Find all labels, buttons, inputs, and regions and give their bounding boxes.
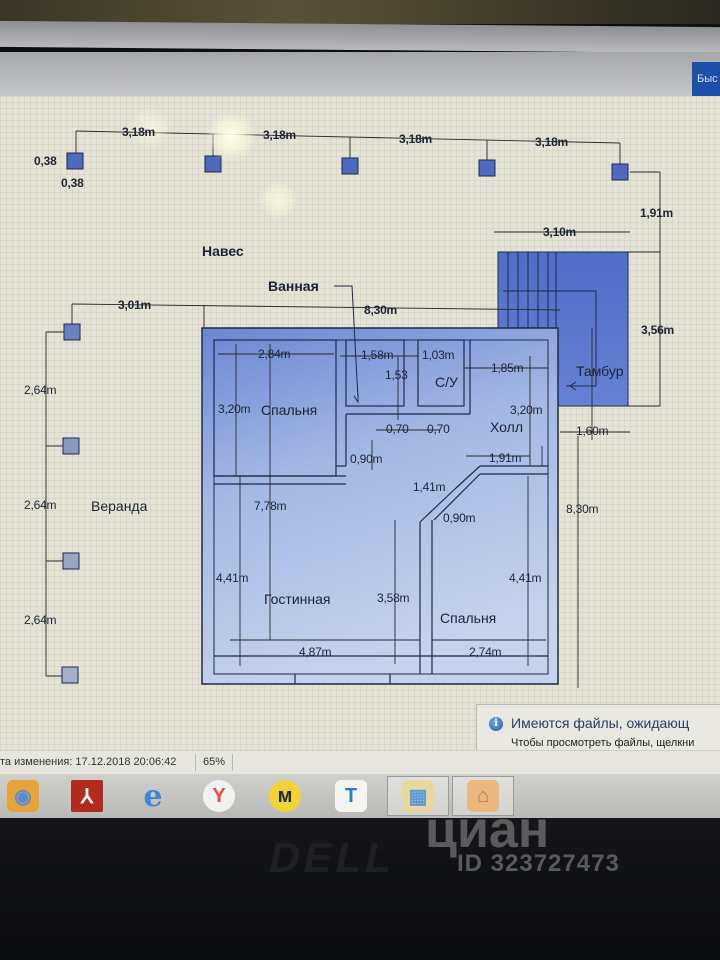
status-bar: та изменения: 17.12.2018 20:06:42 65% <box>0 750 720 775</box>
dim-door-1: 0,70 <box>386 422 409 436</box>
dell-logo: DELL <box>265 834 401 881</box>
app-orange-2-icon: ⌂ <box>467 780 499 812</box>
column <box>66 152 84 170</box>
taskbar-item-app-blue[interactable]: T <box>320 776 382 816</box>
dim-column-size-h: 0,38 <box>34 154 57 168</box>
dim-veranda-span-2: 2,64m <box>24 498 57 512</box>
room-label-veranda: Веранда <box>91 498 148 514</box>
column <box>204 155 222 173</box>
dim-bathroom-width: 1,58m <box>361 348 394 362</box>
room-label-living-room: Гостинная <box>264 591 331 607</box>
status-divider <box>195 754 196 771</box>
dim-toilet-width: 1,03m <box>422 348 455 362</box>
dim-living-left-height: 4,41m <box>216 571 249 585</box>
taskbar-item-app-orange-2[interactable]: ⌂ <box>452 776 514 816</box>
dim-hall-height: 3,20m <box>510 403 543 417</box>
dim-top-span-4: 3,18m <box>535 135 569 149</box>
column <box>61 666 79 684</box>
dim-diag-1: 1,41m <box>413 480 446 494</box>
dim-vestibule-step: 1,60m <box>576 424 609 438</box>
dim-hall-width: 1,85m <box>491 361 524 375</box>
taskbar-item-yandex-browser[interactable]: Y <box>188 776 250 816</box>
yandex-market-icon: м <box>269 780 301 812</box>
taskbar-item-acrobat-reader[interactable]: ⅄ <box>56 776 118 816</box>
notification-title: Имеются файлы, ожидающ <box>511 715 690 731</box>
column <box>478 159 496 177</box>
window-titlebar <box>0 20 720 54</box>
dim-column-size-w: 0,38 <box>61 176 84 190</box>
dim-vestibule-width: 3,10m <box>543 225 577 239</box>
dim-house-width: 8,30m <box>364 303 398 317</box>
floor-plan-canvas[interactable] <box>0 96 720 750</box>
leader-arrows <box>334 285 596 404</box>
zoom-level[interactable]: 65% <box>203 756 226 768</box>
monitor-bezel-bottom <box>0 818 720 960</box>
app-orange-icon: ◉ <box>7 780 39 812</box>
cian-watermark: циан <box>425 801 550 859</box>
dim-living-width: 4,87m <box>299 645 332 659</box>
taskbar: ◉ ⅄ e Y м T ▦ ⌂ <box>0 774 720 818</box>
house-outline <box>201 327 559 685</box>
column <box>341 157 359 175</box>
taskbar-item-yandex-market[interactable]: м <box>254 776 316 816</box>
room-label-bedroom-bottom: Спальня <box>440 610 497 626</box>
dim-veranda-span-1: 2,64m <box>24 383 57 397</box>
dim-vestibule-height: 3,56m <box>641 323 675 337</box>
interior-walls <box>213 339 548 684</box>
status-divider <box>232 754 233 771</box>
notification-body: Чтобы просмотреть файлы, щелкни <box>511 737 695 749</box>
dim-bedroom-bottom-height: 4,41m <box>509 571 542 585</box>
dim-top-span-3: 3,18m <box>399 132 433 146</box>
dim-door-2: 0,70 <box>427 422 450 436</box>
dim-corridor-width: 0,90m <box>350 452 383 466</box>
room-label-bathroom: Ванная <box>268 278 319 294</box>
dim-diag-2: 0,90m <box>443 511 476 525</box>
dim-bedroom-bottom-width: 2,74m <box>469 645 502 659</box>
floor-plan-drawing <box>45 130 661 688</box>
acrobat-reader-icon: ⅄ <box>71 780 103 812</box>
dim-living-height: 7,78m <box>254 499 287 513</box>
toolbar-action-button[interactable]: Быс <box>692 62 720 96</box>
room-label-toilet: С/У <box>435 374 458 390</box>
modified-date: та изменения: 17.12.2018 20:06:42 <box>0 756 177 768</box>
dim-bathroom-height: 1,53 <box>385 368 408 382</box>
room-label-bedroom-top: Спальня <box>261 402 318 418</box>
taskbar-item-internet-explorer[interactable]: e <box>122 776 184 816</box>
column <box>62 552 80 570</box>
app-blue-icon: T <box>335 780 367 812</box>
dim-veranda-span-3: 2,64m <box>24 613 57 627</box>
cian-listing-id: ID 323727473 <box>457 850 620 877</box>
dim-hall-lower-width: 1,91m <box>489 451 522 465</box>
internet-explorer-icon: e <box>143 778 163 814</box>
dim-right-offset: 1,91m <box>640 206 674 220</box>
dim-top-span-1: 3,18m <box>122 125 156 139</box>
dim-bedroom-top-width: 2,84m <box>258 347 291 361</box>
dim-bedroom-top-height: 3,20m <box>218 402 251 416</box>
yandex-browser-icon: Y <box>203 780 235 812</box>
window-toolbar <box>0 52 720 96</box>
info-icon: i <box>489 717 503 731</box>
monitor-bezel-top <box>0 0 720 24</box>
dim-top-span-2: 3,18m <box>263 128 297 142</box>
floor-plan-app-icon: ▦ <box>402 780 434 812</box>
dim-living-inner-height: 3,58m <box>377 591 410 605</box>
dimension-lines <box>45 130 661 688</box>
column <box>62 437 80 455</box>
taskbar-item-app-orange[interactable]: ◉ <box>0 776 54 816</box>
room-label-canopy: Навес <box>202 243 244 259</box>
column <box>611 163 629 181</box>
taskbar-item-floor-plan-app[interactable]: ▦ <box>387 776 449 816</box>
dim-veranda-offset: 3,01m <box>118 298 152 312</box>
room-label-hall: Холл <box>490 419 523 435</box>
room-label-vestibule: Тамбур <box>576 363 624 379</box>
dim-house-height: 8,30m <box>566 502 599 516</box>
column <box>63 323 81 341</box>
